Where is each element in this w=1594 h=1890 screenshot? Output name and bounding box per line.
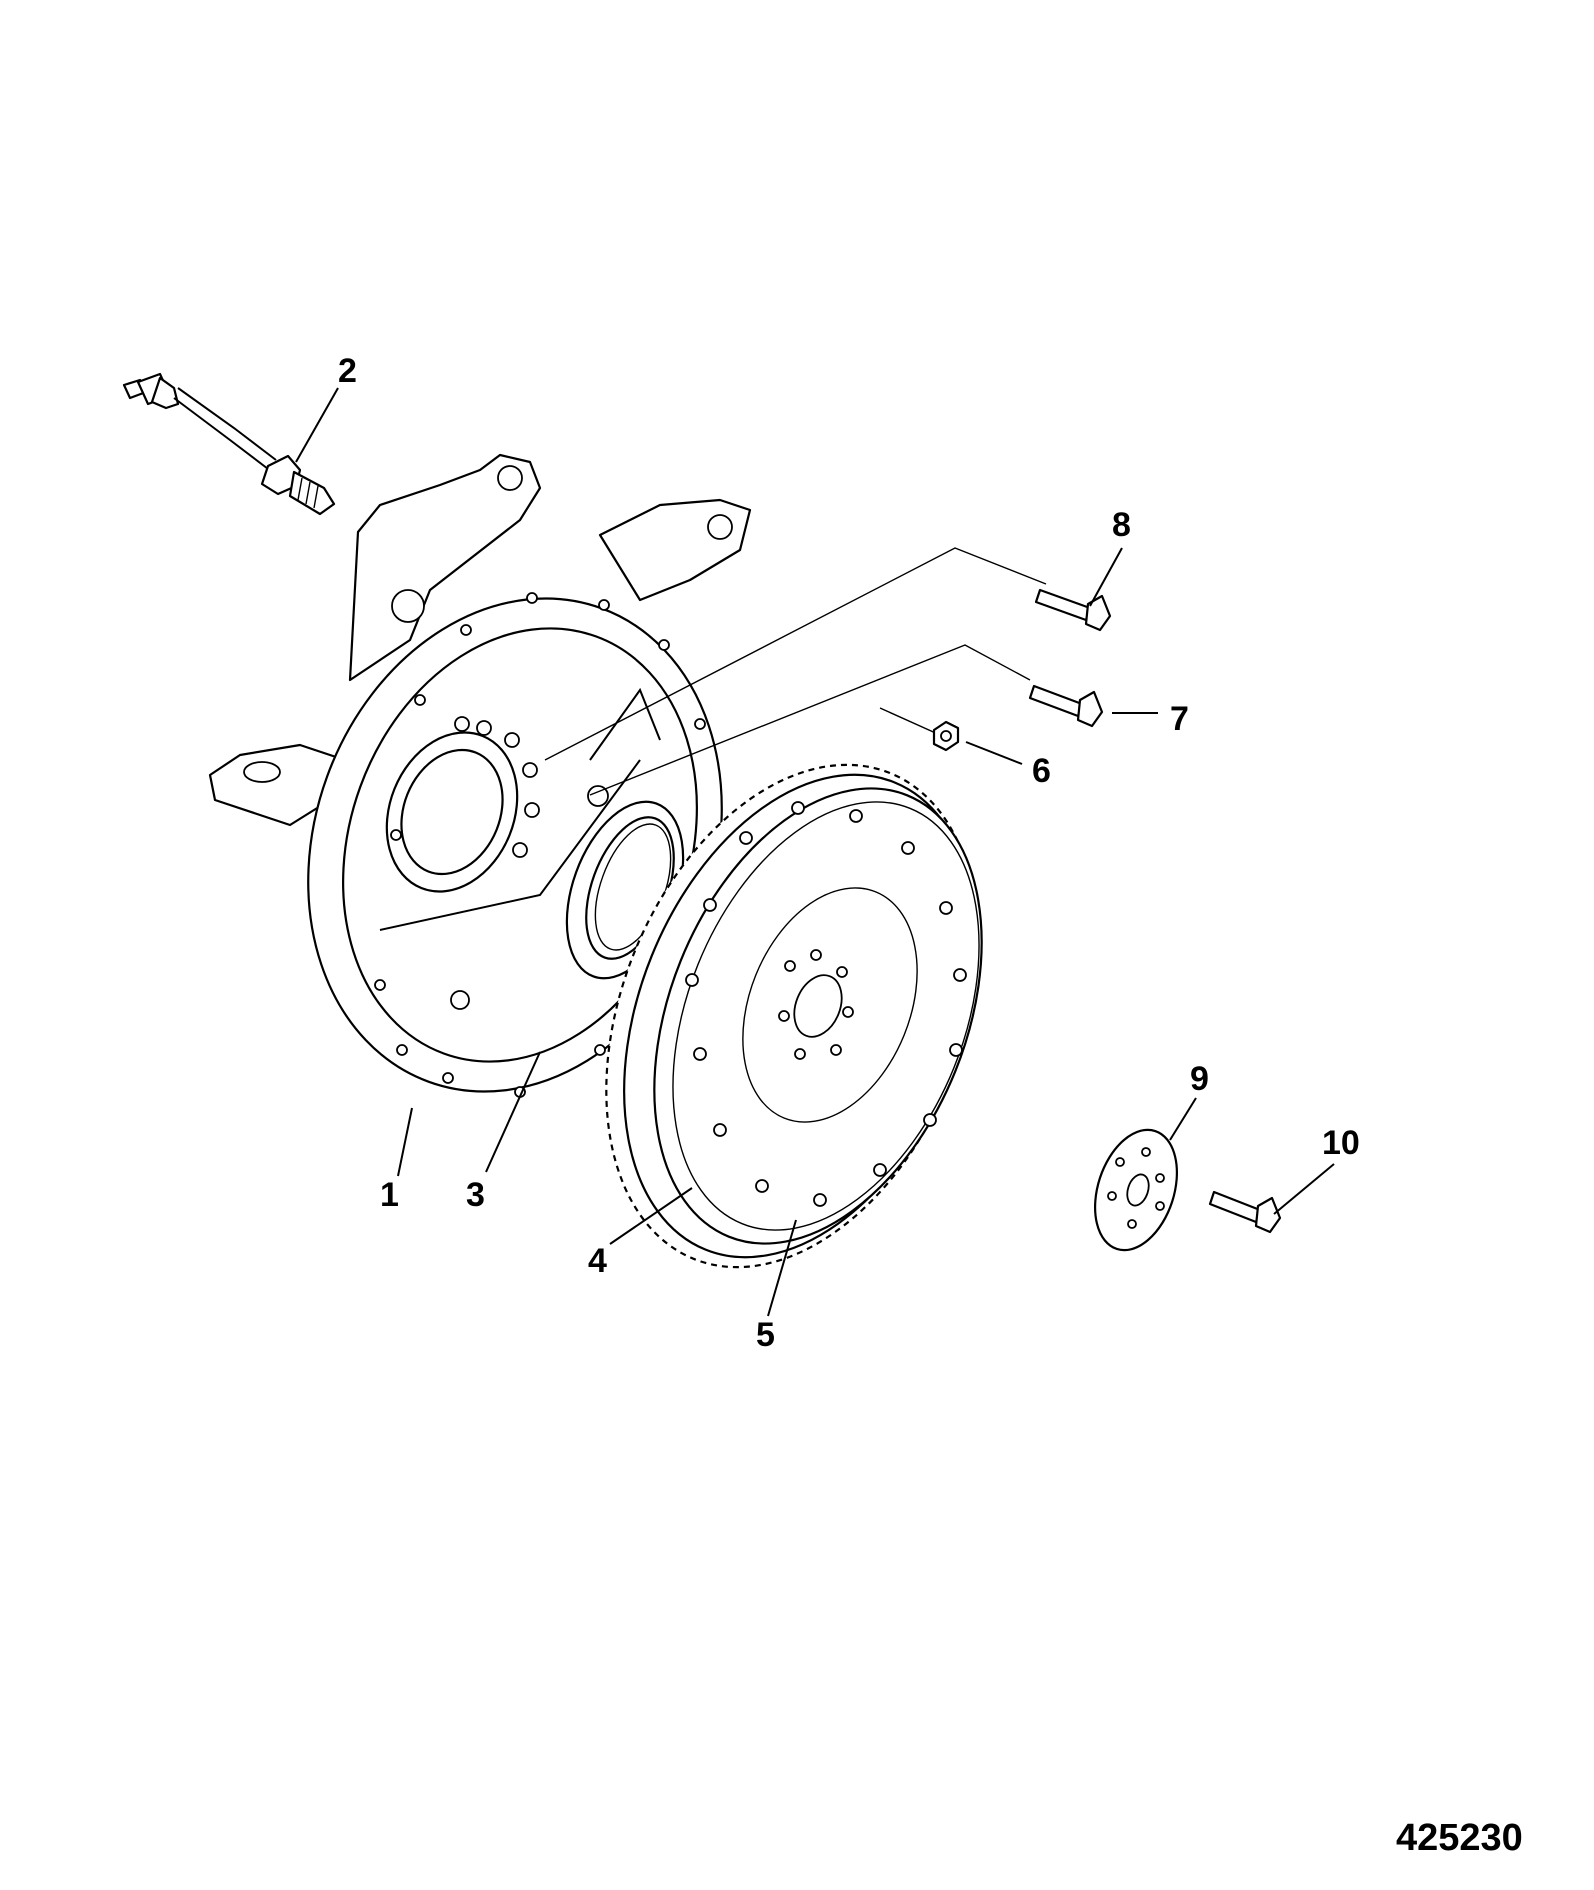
plate-part (1093, 1128, 1179, 1252)
callout-9: 9 (1190, 1060, 1209, 1098)
callout-5: 5 (756, 1316, 775, 1354)
callout-2: 2 (338, 352, 357, 390)
callout-3: 3 (466, 1176, 485, 1214)
bolt-10-part (1208, 1190, 1282, 1234)
callout-8: 8 (1112, 506, 1131, 544)
callout-4: 4 (588, 1242, 607, 1280)
leader-lines (295, 387, 1335, 1317)
callout-labels: 1 2 3 4 5 6 7 8 9 10 (338, 352, 1360, 1354)
callout-1: 1 (380, 1176, 399, 1214)
figure-number: 425230 (1396, 1817, 1523, 1859)
callout-6: 6 (1032, 752, 1051, 790)
fastener-group (544, 547, 1112, 796)
callout-7: 7 (1170, 700, 1189, 738)
callout-10: 10 (1322, 1124, 1360, 1162)
flywheel-part (605, 763, 983, 1269)
sensor-part (122, 372, 336, 516)
